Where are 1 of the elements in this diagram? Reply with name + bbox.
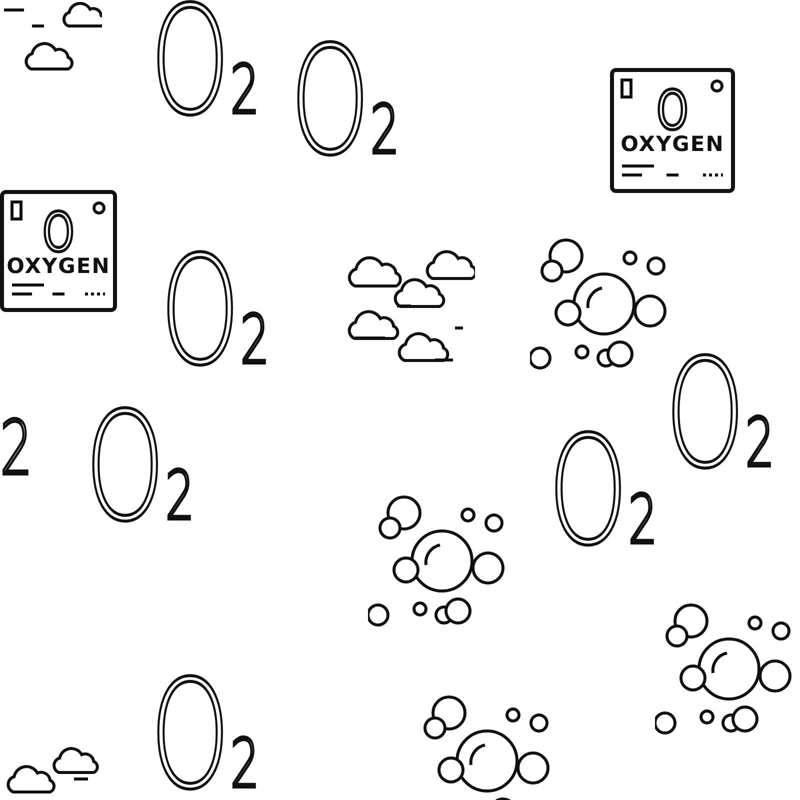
formula-text: 2 [0, 418, 32, 478]
